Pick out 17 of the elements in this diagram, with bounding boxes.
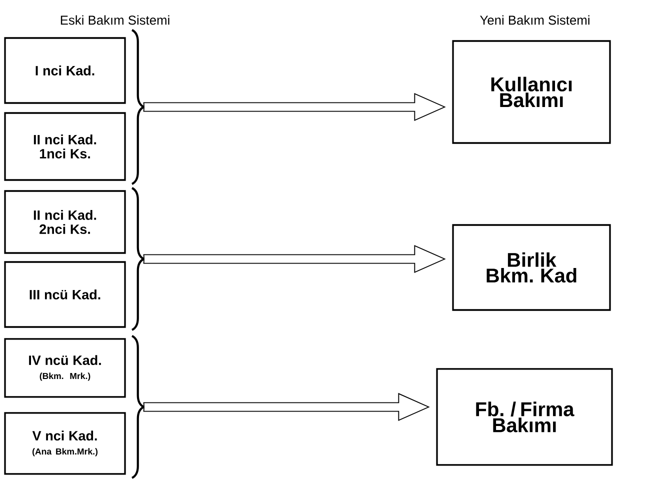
process-box: II nci Kad. 1nci Ks.	[4, 112, 126, 181]
hollow-arrow	[143, 92, 446, 122]
curly-brace	[131, 29, 145, 185]
hollow-arrow	[143, 392, 430, 422]
process-box: I nci Kad.	[4, 37, 126, 104]
curly-brace	[131, 335, 145, 479]
process-box: Fb. / Firma Bakımı	[436, 368, 613, 466]
process-box: Birlik Bkm. Kad	[452, 224, 611, 311]
curly-brace	[131, 187, 145, 331]
process-box: II nci Kad. 2nci Ks.	[4, 190, 126, 254]
process-box: III ncü Kad.	[4, 261, 126, 328]
column-heading: Eski Bakım Sistemi	[60, 15, 170, 25]
process-box: IV ncü Kad. (Bkm. Mrk.)	[4, 338, 126, 398]
process-box: V nci Kad. (Ana Bkm.Mrk.)	[4, 412, 126, 475]
process-box: Kullanıcı Bakımı	[452, 40, 611, 144]
column-heading: Yeni Bakım Sistemi	[480, 15, 590, 25]
hollow-arrow	[143, 244, 446, 274]
